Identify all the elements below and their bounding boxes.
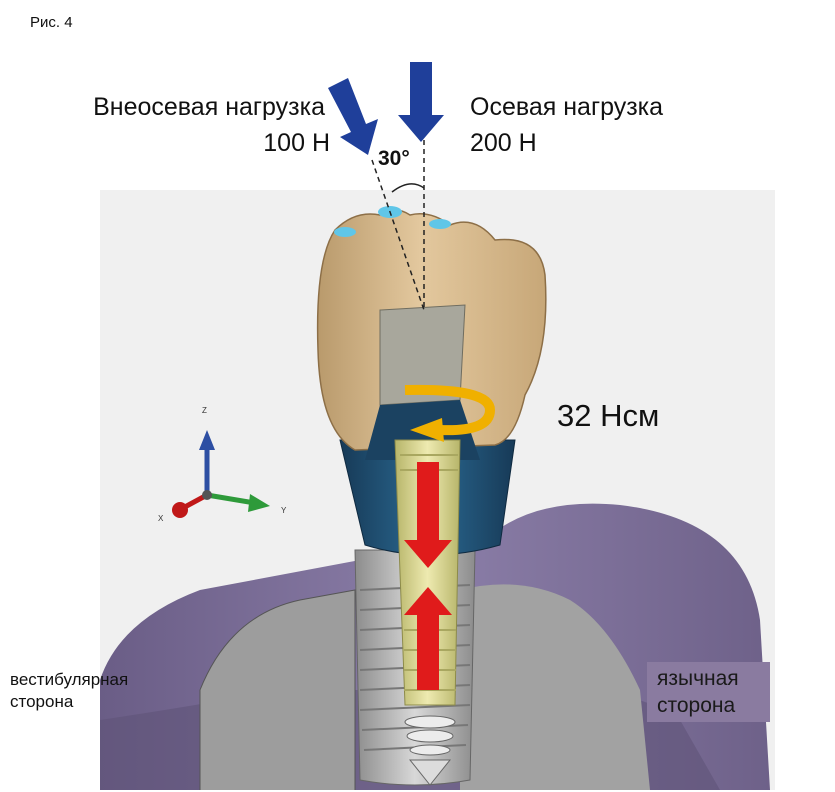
- load-axes: [371, 140, 425, 311]
- axis-z-label: Z: [202, 406, 207, 415]
- figure-label: Рис. 4: [30, 14, 73, 31]
- lingual-label-box: [647, 662, 770, 722]
- contact-point: [334, 227, 356, 237]
- axis-x-label: X: [158, 514, 164, 523]
- angle-value: 30°: [378, 147, 410, 170]
- lingual-side-label: язычная сторона: [657, 667, 739, 717]
- axial-load-title: Осевая нагрузка: [470, 93, 664, 121]
- torque-value: 32 Нсм: [557, 398, 660, 433]
- offaxial-load-value: 100 Н: [263, 129, 330, 157]
- axis-y-label: Y: [281, 506, 287, 515]
- offaxial-load-title: Внеосевая нагрузка: [93, 93, 325, 121]
- axis-triad: [172, 430, 270, 518]
- axial-load-value: 200 Н: [470, 129, 537, 157]
- contact-point: [429, 219, 451, 229]
- angle-arc: [391, 183, 425, 193]
- vestibular-side-label: вестибулярная сторона: [10, 670, 129, 711]
- force-arrows: [404, 462, 452, 690]
- load-arrows: [328, 62, 444, 155]
- torque-arrow: [404, 384, 496, 442]
